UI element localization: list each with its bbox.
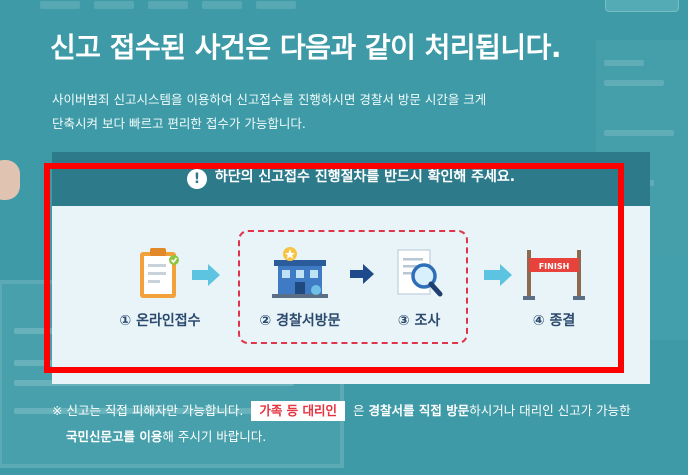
notice-text: ! 하단의 신고접수 진행절차를 반드시 확인해 주세요.	[52, 166, 650, 189]
notice-label: 하단의 신고접수 진행절차를 반드시 확인해 주세요.	[214, 169, 516, 185]
footnote-line-2: 국민신문고를 이용해 주시기 바랍니다.	[52, 424, 631, 450]
magnifier-document-icon	[397, 249, 443, 297]
step-online-report: ① 온라인접수	[100, 246, 220, 330]
page-description: 사이버범죄 신고시스템을 이용하여 신고접수를 진행하시면 경찰서 방문 시간을…	[52, 88, 486, 136]
footnote-bold-sinmungo: 국민신문고를 이용	[66, 429, 163, 444]
process-panel: ! 하단의 신고접수 진행절차를 반드시 확인해 주세요. ① 온라인접수	[52, 152, 650, 384]
footnote-part4: 해 주시기 바랍니다.	[162, 429, 267, 444]
exclamation-icon: !	[186, 169, 207, 189]
proxy-tag: 가족 등 대리인	[251, 401, 346, 421]
clipboard-icon	[140, 248, 179, 298]
step-label-investigation: ③ 조사	[397, 313, 441, 329]
finish-line-icon: FINISH	[523, 250, 585, 300]
step-closure: FINISH ④ 종결	[514, 246, 594, 330]
footnote-bold-visit: 경찰서를 직접 방문	[368, 403, 470, 418]
step-investigation: ③ 조사	[384, 246, 454, 330]
arrow-right-icon	[192, 264, 220, 286]
highlight-frame	[44, 163, 624, 373]
hand-illustration	[0, 160, 20, 200]
arrow-right-dark-icon	[350, 264, 374, 284]
visit-investigation-group	[238, 230, 468, 344]
step-label-online-report: ① 온라인접수	[119, 313, 201, 329]
page-title: 신고 접수된 사건은 다음과 같이 처리됩니다.	[50, 31, 562, 64]
police-station-icon	[272, 247, 328, 298]
arrow-right-icon	[484, 264, 512, 286]
description-line-2: 단축시켜 보다 빠르고 편리한 접수가 가능합니다.	[52, 116, 306, 131]
footnote-part2: 은	[353, 403, 365, 418]
footnote-line-1: ※ 신고는 직접 피해자만 가능합니다. 가족 등 대리인 은 경찰서를 직접 …	[52, 398, 631, 424]
footnote: ※ 신고는 직접 피해자만 가능합니다. 가족 등 대리인 은 경찰서를 직접 …	[52, 398, 631, 450]
background-nav	[40, 0, 400, 9]
finish-text: FINISH	[539, 262, 570, 271]
background-button	[605, 0, 679, 12]
process-header: ! 하단의 신고접수 진행절차를 반드시 확인해 주세요.	[52, 152, 650, 206]
step-label-closure: ④ 종결	[532, 313, 576, 329]
step-police-visit: ② 경찰서방문	[250, 246, 350, 330]
description-line-1: 사이버범죄 신고시스템을 이용하여 신고접수를 진행하시면 경찰서 방문 시간을…	[52, 92, 487, 107]
footnote-part1: ※ 신고는 직접 피해자만 가능합니다.	[52, 403, 244, 418]
step-label-police-visit: ② 경찰서방문	[259, 313, 341, 329]
footnote-part3: 하시거나 대리인 신고가 가능한	[469, 403, 631, 418]
